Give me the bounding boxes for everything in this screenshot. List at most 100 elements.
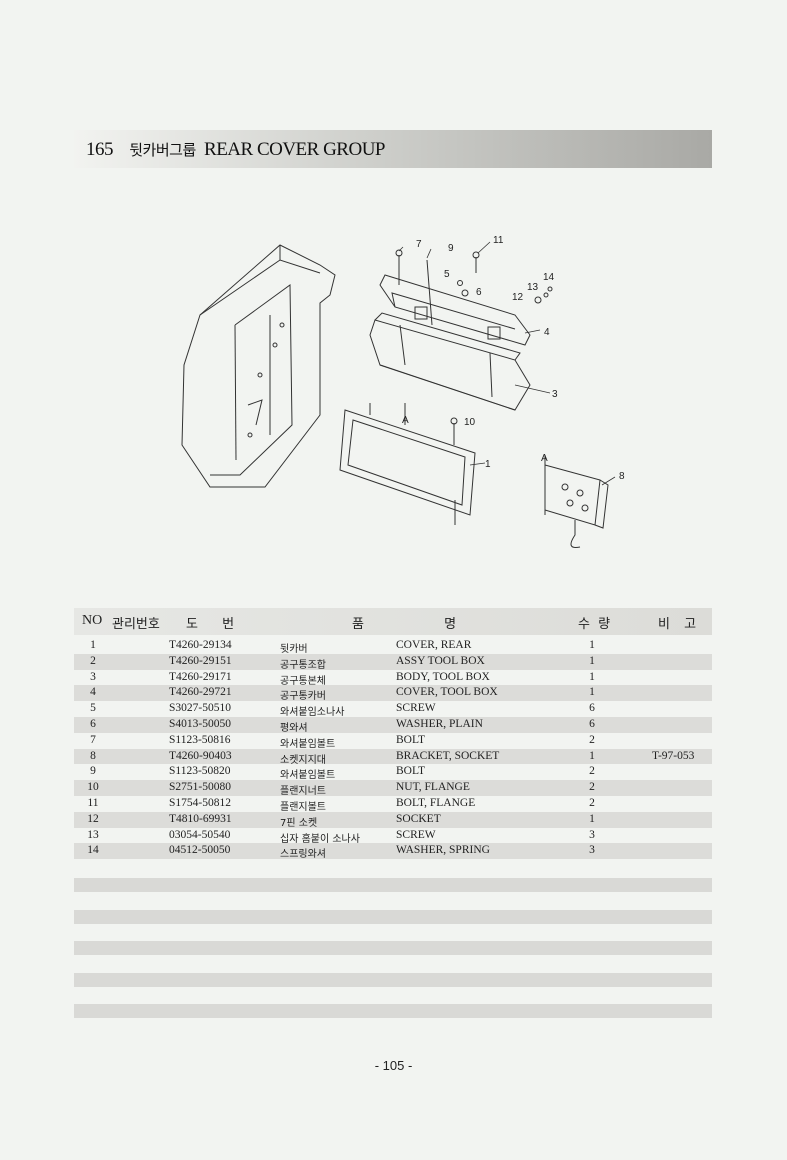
remarks: T-97-053 <box>652 749 695 762</box>
row-number: 10 <box>87 781 99 794</box>
part-name-english: BOLT, FLANGE <box>396 796 476 809</box>
rear-cover-frame-illustration <box>339 403 476 525</box>
callout-a-bracket: A <box>541 453 548 464</box>
part-number: T4810-69931 <box>169 812 232 825</box>
row-number: 4 <box>90 686 96 699</box>
part-number: S4013-50050 <box>169 717 231 730</box>
part-name-english: COVER, REAR <box>396 639 472 651</box>
group-title-english: REAR COVER GROUP <box>204 139 385 160</box>
quantity: 1 <box>589 812 595 825</box>
part-number: T4260-90403 <box>169 749 232 762</box>
part-number: S3027-50510 <box>169 702 231 715</box>
part-name-english: BRACKET, SOCKET <box>396 749 500 762</box>
hardware-illustration <box>395 249 553 445</box>
leader-lines <box>398 241 616 486</box>
row-number: 8 <box>90 749 96 762</box>
part-number: T4260-29151 <box>169 654 232 667</box>
part-name-korean: 와셔붙임볼트 <box>280 770 336 782</box>
row-number: 5 <box>90 702 96 715</box>
part-name-english: SCREW <box>396 702 436 715</box>
rear-fender-illustration <box>181 244 336 488</box>
part-name-english: NUT, FLANGE <box>396 781 470 794</box>
quantity: 2 <box>589 733 595 746</box>
callout-6: 6 <box>476 287 482 298</box>
row-number: 11 <box>87 796 99 809</box>
title-bar: 165 뒷카버그룹 REAR COVER GROUP <box>74 130 712 168</box>
row-number: 7 <box>90 733 96 746</box>
part-name-english: WASHER, PLAIN <box>396 717 483 730</box>
quantity: 1 <box>589 749 595 762</box>
part-name-english: COVER, TOOL BOX <box>396 686 498 699</box>
page-title: 165 뒷카버그룹 REAR COVER GROUP <box>86 139 385 161</box>
header-quantity: 수 량 <box>578 617 611 632</box>
empty-row-band <box>74 941 712 955</box>
callout-4: 4 <box>544 327 550 338</box>
table-row: 5 S3027-50510 와셔붙임소나사 SCREW 6 <box>74 701 712 719</box>
row-number: 13 <box>87 828 99 841</box>
row-number: 14 <box>87 844 99 857</box>
part-number: 04512-50050 <box>169 844 231 857</box>
part-number: T4260-29171 <box>169 670 232 683</box>
callout-9: 9 <box>448 243 454 254</box>
row-number: 2 <box>90 654 96 667</box>
callout-13: 13 <box>527 282 539 293</box>
part-name-korean: 공구통본체 <box>280 675 326 687</box>
part-name-english: SOCKET <box>396 812 441 825</box>
tool-box-cover-illustration <box>379 274 531 346</box>
header-no: NO <box>82 613 103 628</box>
page-number: - 105 - <box>374 1058 413 1073</box>
quantity: 1 <box>589 654 595 667</box>
empty-row-band <box>74 1004 712 1018</box>
quantity: 6 <box>589 702 595 715</box>
part-name-korean: 플랜지볼트 <box>280 801 326 813</box>
row-number: 1 <box>90 639 96 651</box>
callout-11: 11 <box>493 235 504 246</box>
empty-row-band <box>74 910 712 924</box>
quantity: 2 <box>589 781 595 794</box>
quantity: 1 <box>589 686 595 699</box>
part-name-korean: 십자 홈붙이 소나사 <box>280 833 360 845</box>
callout-10: 10 <box>464 417 476 428</box>
row-number: 9 <box>90 765 96 778</box>
parts-table-header: NO 관리번호 도 번 품 명 수 량 비 고 <box>74 608 712 635</box>
quantity: 3 <box>589 828 595 841</box>
part-name-korean: 플랜지너트 <box>280 786 326 798</box>
part-name-korean: 7핀 소켓 <box>280 817 318 829</box>
row-number: 6 <box>90 717 96 730</box>
part-name-korean: 공구통카버 <box>280 691 326 703</box>
part-name-korean: 공구통조합 <box>280 659 326 671</box>
callout-5: 5 <box>444 269 450 280</box>
part-number: 03054-50540 <box>169 828 231 841</box>
callout-8: 8 <box>619 471 625 482</box>
header-drawing-number: 도 번 <box>186 617 235 632</box>
socket-bracket-illustration <box>544 455 609 548</box>
quantity: 2 <box>589 796 595 809</box>
part-name-korean: 와셔붙임소나사 <box>280 707 345 719</box>
part-name-korean: 평와셔 <box>280 722 308 734</box>
quantity: 2 <box>589 765 595 778</box>
part-number: S1754-50812 <box>169 796 231 809</box>
callout-12: 12 <box>512 292 524 303</box>
empty-row-band <box>74 973 712 987</box>
quantity: 1 <box>589 639 595 651</box>
header-remarks: 비 고 <box>658 617 697 632</box>
quantity: 3 <box>589 844 595 857</box>
part-name-english: BODY, TOOL BOX <box>396 670 490 683</box>
tool-box-body-illustration <box>369 312 531 411</box>
callout-7: 7 <box>416 239 422 250</box>
part-name-korean: 스프링와셔 <box>280 849 326 861</box>
group-title-korean: 뒷카버그룹 <box>129 141 196 159</box>
part-number: S1123-50820 <box>169 765 231 778</box>
row-number: 3 <box>90 670 96 683</box>
callout-14: 14 <box>543 272 555 283</box>
